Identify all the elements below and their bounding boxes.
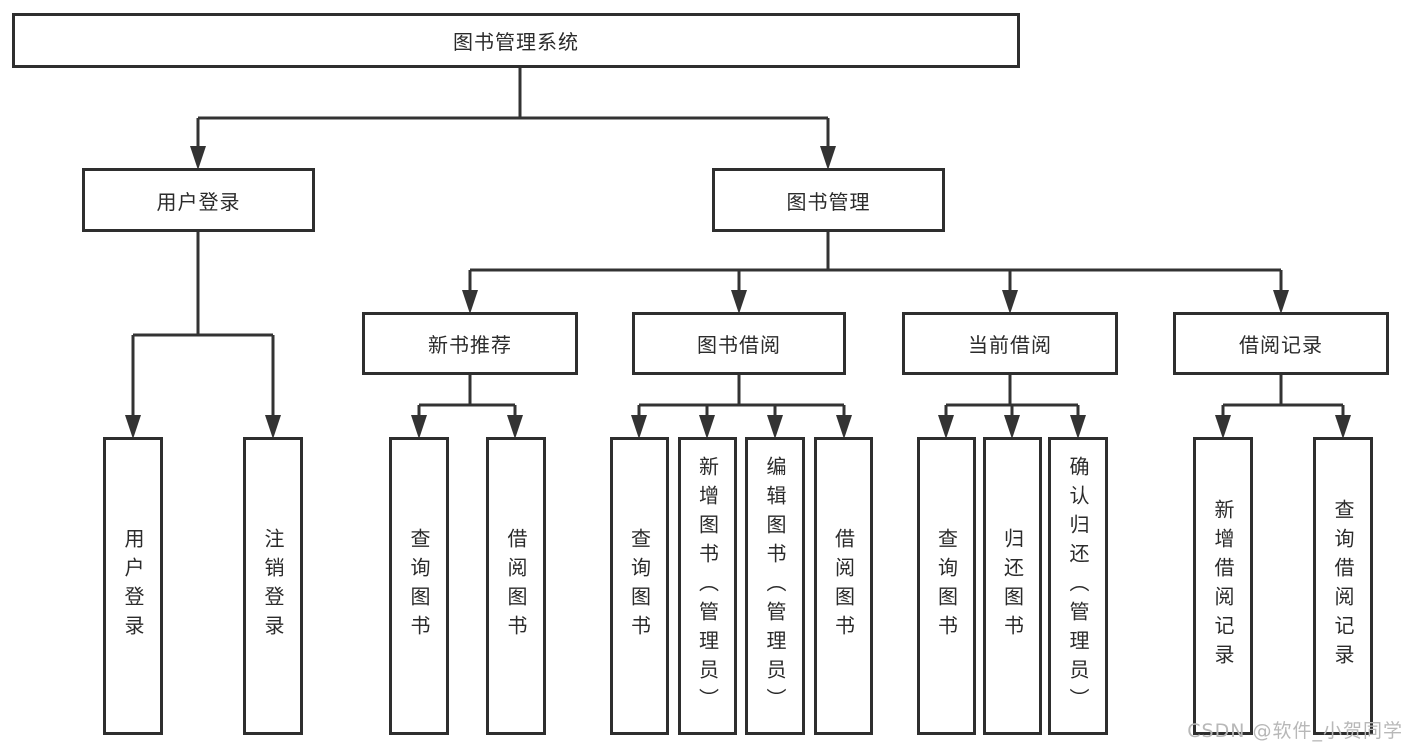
node-borrowing-records: 借阅记录 (1173, 312, 1389, 375)
node-book-borrowing: 图书借阅 (632, 312, 846, 375)
leaf-borrowing-borrow-books: 借阅图书 (814, 437, 873, 735)
leaf-add-book-admin: 新增图书（管理员） (678, 437, 737, 735)
node-new-book-recommend: 新书推荐 (362, 312, 578, 375)
node-current-borrowing: 当前借阅 (902, 312, 1118, 375)
leaf-current-query-books: 查询图书 (917, 437, 976, 735)
leaf-return-books: 归还图书 (983, 437, 1042, 735)
leaf-confirm-return-admin: 确认归还（管理员） (1048, 437, 1108, 735)
leaf-logout: 注销登录 (243, 437, 303, 735)
node-book-management-module: 图书管理 (712, 168, 945, 232)
node-user-login-module: 用户登录 (82, 168, 315, 232)
leaf-recommend-borrow-books: 借阅图书 (486, 437, 546, 735)
leaf-recommend-query-books: 查询图书 (389, 437, 449, 735)
leaf-query-borrow-record: 查询借阅记录 (1313, 437, 1373, 735)
leaf-user-login: 用户登录 (103, 437, 163, 735)
leaf-add-borrow-record: 新增借阅记录 (1193, 437, 1253, 735)
leaf-edit-book-admin: 编辑图书（管理员） (745, 437, 805, 735)
csdn-watermark: CSDN @软件_小贺同学 (1187, 720, 1403, 742)
leaf-borrowing-query-books: 查询图书 (610, 437, 669, 735)
node-library-system-root: 图书管理系统 (12, 13, 1020, 68)
